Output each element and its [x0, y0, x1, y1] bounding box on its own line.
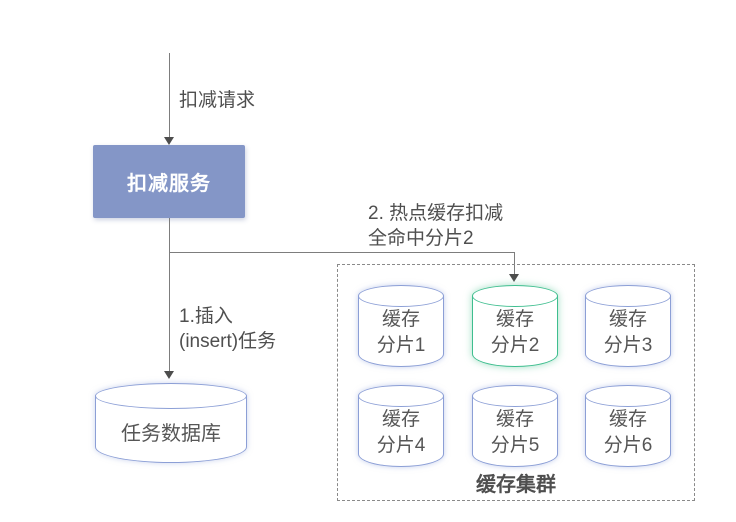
cache-shard-2-label: 缓存 分片2 [490, 309, 540, 356]
hot-cache-edge-label: 2. 热点缓存扣减 全命中分片2 [368, 203, 504, 250]
cylinder-top [472, 285, 558, 307]
cache-shard-5-label: 缓存 分片5 [490, 409, 540, 456]
cache-shard-5: 缓存 分片5 [472, 385, 558, 467]
cylinder-body [358, 296, 444, 367]
task-database-label: 任务数据库 [121, 422, 221, 445]
cylinder-top [358, 285, 444, 307]
cylinder-top [585, 385, 671, 407]
cylinder-body [472, 296, 558, 367]
deduction-service-node: 扣减服务 [93, 145, 245, 218]
cache-shard-6: 缓存 分片6 [585, 385, 671, 467]
hot-cache-arrowhead-icon [509, 274, 519, 282]
cylinder-body [358, 396, 444, 467]
insert-edge-label: 1.插入 (insert)任务 [179, 306, 277, 353]
hot-cache-branch-line [169, 252, 515, 253]
request-edge-label: 扣减请求 [179, 90, 256, 111]
cylinder-top [585, 285, 671, 307]
cache-shard-4-label: 缓存 分片4 [376, 409, 426, 456]
cylinder-body [472, 396, 558, 467]
deduction-service-label: 扣减服务 [127, 173, 211, 195]
cylinder-body [585, 396, 671, 467]
hot-cache-drop-line [514, 252, 515, 274]
cache-shard-2-highlighted: 缓存 分片2 [472, 285, 558, 367]
cylinder-top [472, 385, 558, 407]
cache-shard-1-label: 缓存 分片1 [376, 309, 426, 356]
cache-cluster-box [337, 264, 695, 501]
cache-shard-1: 缓存 分片1 [358, 285, 444, 367]
insert-arrowhead-icon [164, 371, 174, 379]
insert-arrow-line [169, 218, 170, 371]
request-arrowhead-icon [164, 137, 174, 145]
cylinder-body [585, 296, 671, 367]
cache-shard-4: 缓存 分片4 [358, 385, 444, 467]
cylinder-top [95, 383, 247, 409]
cache-shard-3-label: 缓存 分片3 [603, 309, 653, 356]
cache-shard-3: 缓存 分片3 [585, 285, 671, 367]
cache-shard-6-label: 缓存 分片6 [603, 409, 653, 456]
request-arrow-line [169, 53, 170, 137]
task-database-node: 任务数据库 [95, 383, 247, 463]
cylinder-top [358, 385, 444, 407]
cache-cluster-label: 缓存集群 [476, 474, 556, 496]
